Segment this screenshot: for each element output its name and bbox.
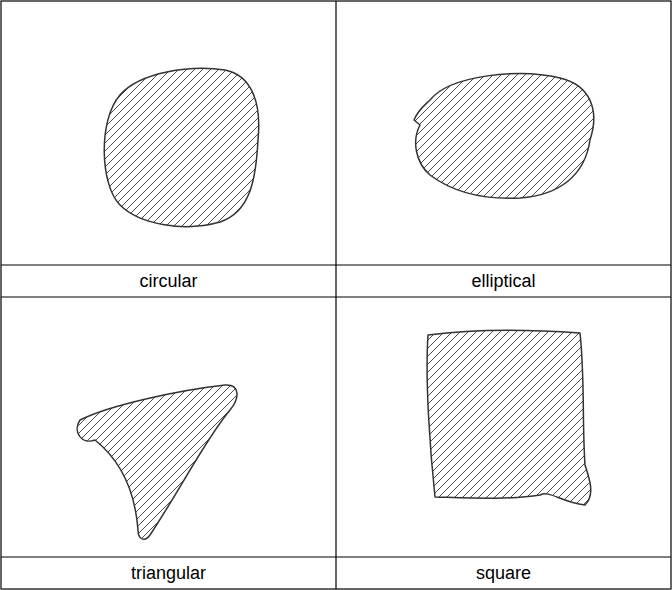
row-divider (1, 296, 671, 297)
elliptical-blob (414, 74, 594, 199)
column-divider (335, 1, 336, 589)
circular-blob (104, 68, 259, 226)
triangular-blob (77, 385, 237, 539)
table-cell-label: elliptical (337, 266, 670, 296)
table-cell-label: square (337, 558, 670, 588)
row-divider (1, 264, 671, 265)
row-divider (1, 556, 671, 557)
table-cell-label: triangular (2, 558, 335, 588)
table-cell-label: circular (2, 266, 335, 296)
square-blob (427, 330, 591, 505)
